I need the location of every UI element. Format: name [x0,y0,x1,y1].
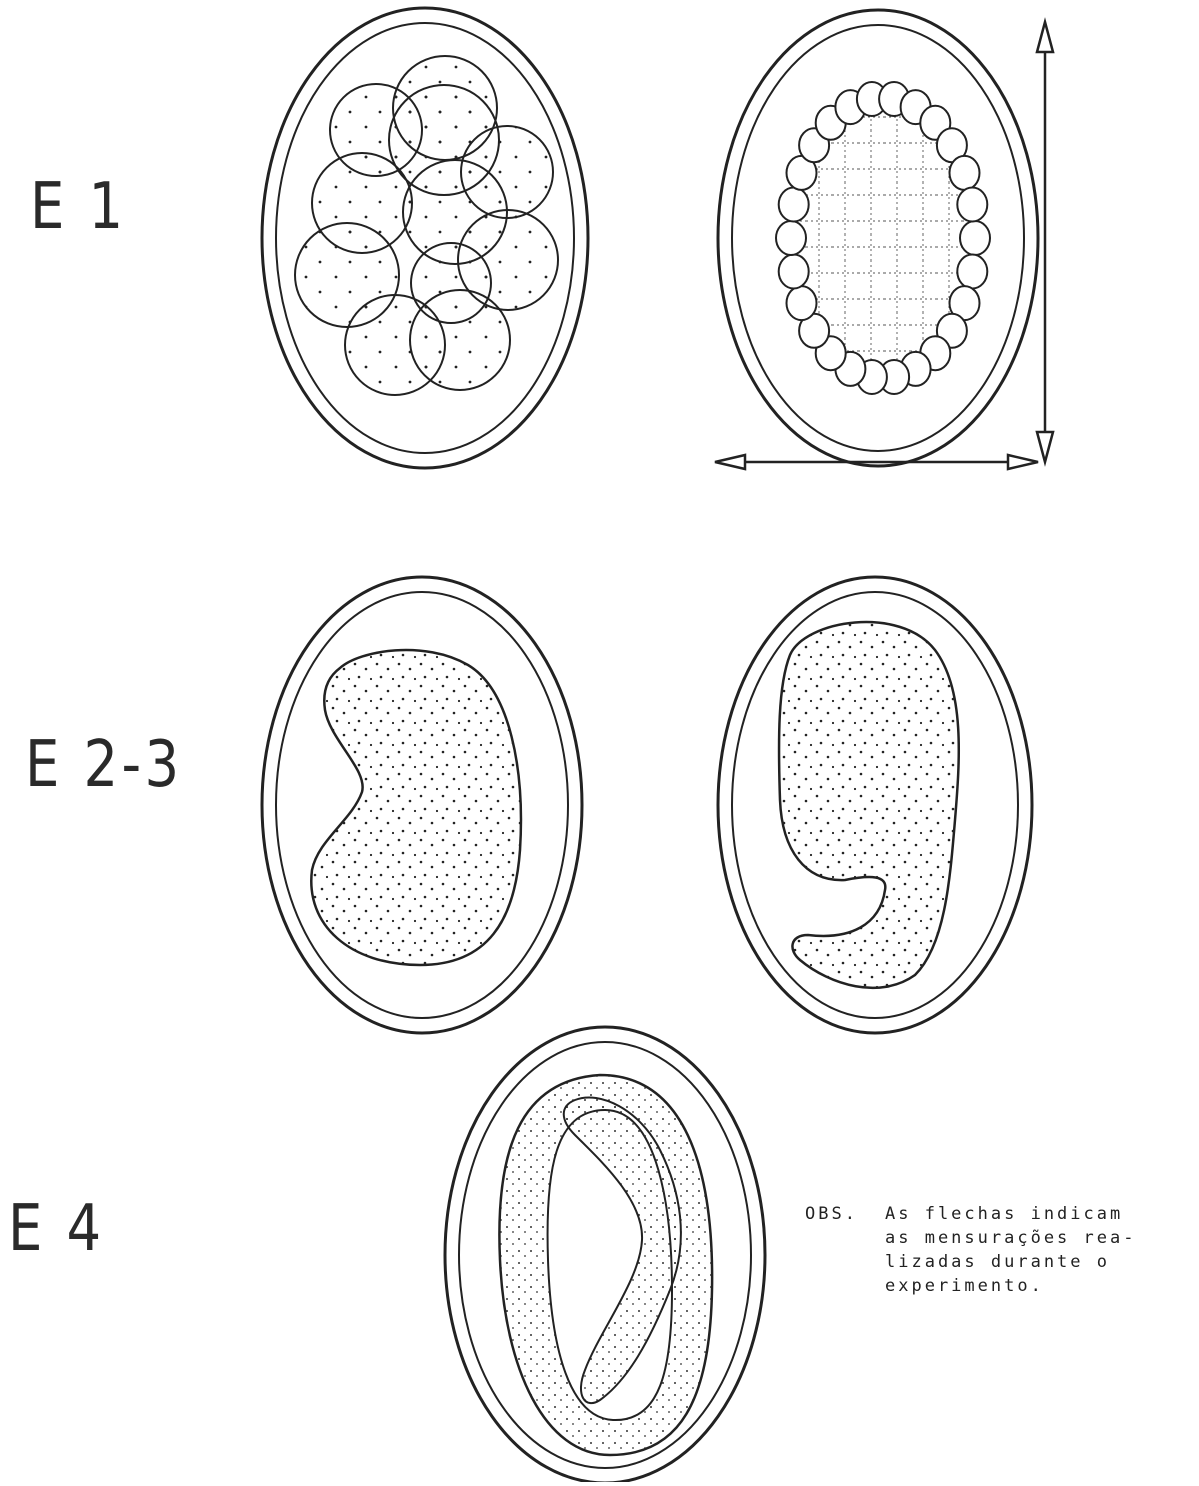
blastoderm-cell [776,221,806,255]
note-line: As flechas indicam [885,1202,1136,1226]
blastomere-cluster [295,56,558,395]
blastoderm-cell [957,188,987,222]
blastoderm-cell [779,188,809,222]
arrow-head-down-icon [1037,432,1053,462]
egg-e2-3-tadpole [718,577,1032,1033]
blastoderm-cell [787,286,817,320]
blastoderm-cell [957,255,987,289]
note-text: As flechas indicam as mensurações rea- l… [885,1202,1136,1298]
tadpole-embryo [779,622,959,988]
stage-label-e1: E 1 [30,170,126,244]
note-prefix: OBS. [805,1202,858,1226]
arrow-head-left-icon [715,455,745,469]
arrow-head-right-icon [1008,455,1038,469]
egg-e4-larva [445,1027,765,1482]
note-line: as mensurações rea- [885,1226,1136,1250]
note-line: experimento. [885,1274,1136,1298]
stage-label-e4: E 4 [8,1192,104,1266]
blastoderm-cell [950,156,980,190]
blastoderm-cell [960,221,990,255]
note-line: lizadas durante o [885,1250,1136,1274]
egg-e2-3-kidney [262,577,582,1033]
blastoderm-cell [779,255,809,289]
arrow-head-up-icon [1037,22,1053,52]
stage-label-e2-3: E 2-3 [25,728,183,802]
egg-e1-morula [262,8,588,468]
egg-e1-blastula [718,10,1038,466]
kidney-embryo [311,650,521,965]
